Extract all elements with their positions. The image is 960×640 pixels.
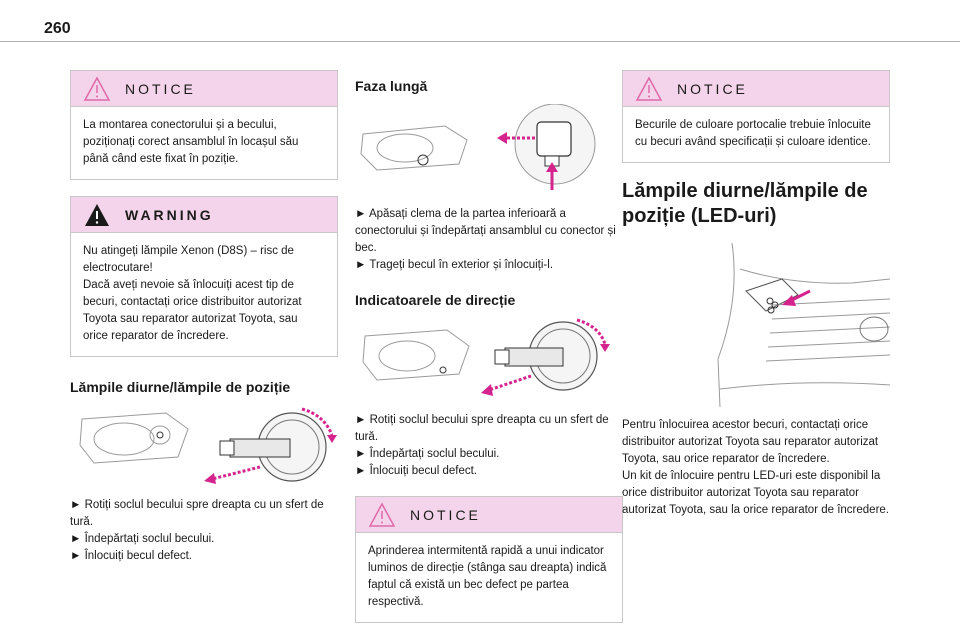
- led-unit-icon: [766, 297, 779, 314]
- step-text: ► Înlocuiți becul defect.: [70, 550, 192, 562]
- high-beam-title: Faza lungă: [355, 78, 428, 94]
- indicator-bulb-illustration: [362, 318, 610, 396]
- rotate-arrow-icon: [576, 318, 610, 352]
- led-front-illustration: [717, 242, 890, 408]
- led-paragraph: Pentru înlocuirea acestor becuri, contac…: [622, 419, 879, 465]
- headlamp-housing-icon: [362, 329, 470, 381]
- indicator-steps: ► Rotiți soclul becului spre dreapta cu …: [355, 412, 623, 480]
- headlamp-housing-icon: [79, 412, 189, 464]
- step-text: ► Rotiți soclul becului spre dreapta cu …: [355, 414, 609, 443]
- column-left: NOTICE La montarea conectorului și a bec…: [70, 70, 338, 565]
- drl-steps: ► Rotiți soclul becului spre dreapta cu …: [70, 497, 338, 565]
- indicators-title: Indicatoarele de direcție: [355, 292, 516, 308]
- step-text: ► Îndepărtați soclul becului.: [355, 448, 500, 460]
- pull-out-arrow-icon: [497, 132, 535, 144]
- notice-text: La montarea conectorului și a becului, p…: [83, 119, 299, 165]
- warning-line: Dacă aveți nevoie să înlocuiți acest tip…: [83, 279, 302, 342]
- step-text: ► Îndepărtați soclul becului.: [70, 533, 215, 545]
- notice-title: NOTICE: [125, 80, 196, 97]
- notice-title: NOTICE: [677, 80, 748, 97]
- column-middle: Faza lungă ► Apăsați clema de la partea …: [355, 70, 623, 639]
- pull-arrow-icon: [204, 465, 261, 484]
- rotate-arrow-icon: [301, 407, 337, 443]
- bulb-socket-icon: [219, 412, 327, 482]
- led-paragraph: Un kit de înlocuire pentru LED-uri este …: [622, 470, 889, 516]
- led-section-title: Lămpile diurne/lămpile de poziție (LED-u…: [622, 180, 868, 227]
- drl-bulb-illustration: [79, 407, 337, 484]
- caution-triangle-icon: [83, 75, 111, 101]
- column-right: NOTICE Becurile de culoare portocalie tr…: [622, 70, 890, 519]
- pointer-arrow-icon: [782, 289, 811, 306]
- caution-triangle-icon: [368, 501, 396, 527]
- notice-header: NOTICE: [356, 497, 622, 533]
- warning-header: WARNING: [71, 197, 337, 233]
- high-beam-illustration: [360, 104, 596, 190]
- step-text: ► Rotiți soclul becului spre dreapta cu …: [70, 499, 324, 528]
- notice-text: Becurile de culoare portocalie trebuie î…: [635, 119, 871, 148]
- step-text: ► Apăsați clema de la partea inferioară …: [355, 208, 616, 254]
- notice-title: NOTICE: [410, 506, 481, 523]
- warning-box: WARNING Nu atingeți lămpile Xenon (D8S) …: [70, 196, 338, 357]
- notice-box: NOTICE La montarea conectorului și a bec…: [70, 70, 338, 180]
- notice-header: NOTICE: [623, 71, 889, 107]
- connector-socket-icon: [514, 104, 596, 185]
- caution-triangle-icon: [635, 75, 663, 101]
- notice-box: NOTICE Becurile de culoare portocalie tr…: [622, 70, 890, 163]
- vehicle-front-icon: [717, 242, 890, 408]
- drl-section-title: Lămpile diurne/lămpile de poziție: [70, 379, 291, 395]
- notice-box: NOTICE Aprinderea intermitentă rapidă a …: [355, 496, 623, 623]
- step-text: ► Înlocuiți becul defect.: [355, 465, 477, 477]
- page-number: 260: [44, 20, 71, 37]
- pull-arrow-icon: [481, 374, 532, 396]
- led-text: Pentru înlocuirea acestor becuri, contac…: [622, 417, 890, 519]
- warning-text: Nu atingeți lămpile Xenon (D8S) – risc d…: [71, 233, 337, 356]
- bulb-socket-icon: [494, 321, 598, 391]
- notice-header: NOTICE: [71, 71, 337, 107]
- step-text: ► Trageți becul în exterior și înlocuiți…: [355, 259, 554, 271]
- warning-triangle-icon: [85, 203, 109, 226]
- notice-text: Aprinderea intermitentă rapidă a unui in…: [368, 545, 607, 608]
- headlamp-housing-icon: [360, 125, 468, 171]
- warning-title: WARNING: [125, 206, 214, 223]
- warning-line: Nu atingeți lămpile Xenon (D8S) – risc d…: [83, 245, 294, 274]
- header-divider: [0, 41, 960, 42]
- press-clip-arrow-icon: [546, 162, 558, 190]
- high-beam-steps: ► Apăsați clema de la partea inferioară …: [355, 206, 623, 274]
